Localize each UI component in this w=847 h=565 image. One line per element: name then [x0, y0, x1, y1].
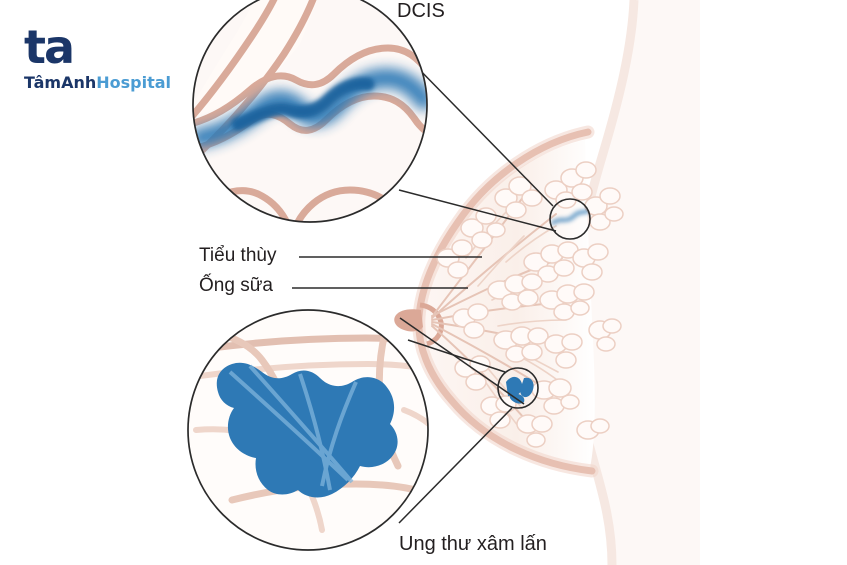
torso-fill: [572, 0, 700, 565]
leader-dcis-upper: [410, 60, 554, 207]
label-lobule: Tiểu thùy: [199, 245, 277, 266]
tamanh-hospital-logo[interactable]: ta TâmAnhHospital: [24, 20, 171, 96]
label-dcis: DCIS: [397, 0, 445, 22]
dcis-duct-upper-edge: [193, 44, 427, 130]
lobule-cluster: [588, 318, 622, 352]
lobule-cluster: [516, 414, 553, 448]
lobule-cluster: [584, 187, 624, 231]
leader-lines: [292, 60, 557, 524]
dcis-magnifier-ring: [192, 0, 428, 223]
logo-monogram: ta: [24, 20, 75, 74]
lobule-cluster: [523, 241, 579, 283]
lobule-cluster: [544, 161, 597, 209]
invasive-marker-ring: [497, 367, 539, 409]
areola-curve: [419, 302, 444, 347]
logo-wordmark-name: TâmAnh: [24, 73, 97, 92]
dcis-site-marker: [549, 198, 591, 240]
invasive-magnifier: [187, 309, 429, 551]
nipple: [394, 302, 444, 347]
dcis-marker-ring: [549, 198, 591, 240]
nipple-shape: [394, 309, 423, 332]
logo-wordmark-hospital: Hospital: [96, 73, 172, 92]
invasive-magnifier-ring: [187, 309, 429, 551]
invasive-marker-mass-a: [506, 376, 523, 397]
invasive-duct-h: [401, 407, 428, 443]
lobule-cluster: [452, 303, 489, 339]
lobule-cluster: [454, 355, 491, 391]
dcis-blue-core: [231, 77, 375, 131]
dcis-magnifier: [192, 0, 428, 223]
label-milk-duct: Ống sữa: [199, 275, 273, 296]
lobule-clusters: [436, 161, 624, 448]
invasive-duct-e: [228, 480, 428, 504]
dcis-marker-stain: [550, 208, 590, 226]
leader-invasive-upper: [407, 339, 506, 373]
lobule-cluster: [572, 243, 609, 281]
invasive-marker-mass-b: [520, 377, 534, 398]
leader-dcis-lower: [398, 189, 557, 232]
lobule-cluster: [436, 239, 473, 279]
lobule-cluster: [576, 418, 610, 440]
leader-invasive-lower: [399, 317, 525, 405]
leader-invasive-label: [398, 407, 513, 524]
lobule-cluster: [494, 176, 543, 219]
lobule-cluster: [544, 333, 583, 369]
breast-cross-section: [394, 0, 700, 565]
dcis-duct-upper-wall-a: [193, 0, 284, 136]
dcis-duct-upper-fill: [193, 0, 322, 150]
lobule-cluster: [487, 273, 543, 311]
invasive-tumor-internal-ducts: [228, 364, 358, 491]
lobule-cluster: [493, 326, 549, 363]
label-invasive-cancer: Ung thư xâm lấn: [399, 533, 547, 555]
lobule-cluster: [539, 283, 595, 321]
logo-wordmark: TâmAnhHospital: [24, 73, 171, 92]
